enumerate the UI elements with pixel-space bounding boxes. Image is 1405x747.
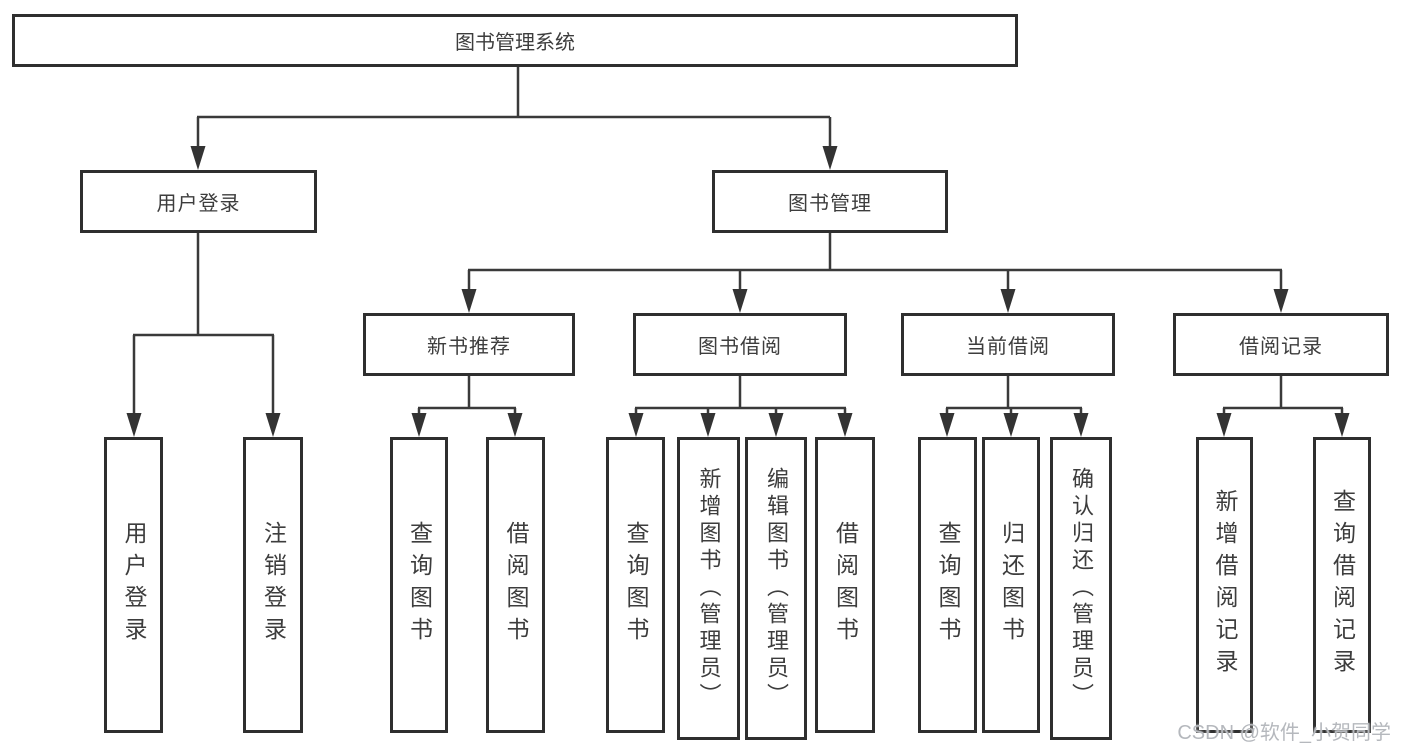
node-user-login: 用户登录 — [80, 170, 317, 233]
leaf-query-books-recommend: 查询图书 — [390, 437, 448, 733]
node-new-book-recommend: 新书推荐 — [363, 313, 575, 376]
leaf-query-books-current: 查询图书 — [918, 437, 977, 733]
leaf-borrow-books: 借阅图书 — [815, 437, 875, 733]
node-borrow-records: 借阅记录 — [1173, 313, 1389, 376]
leaf-query-borrow-record: 查询借阅记录 — [1313, 437, 1371, 733]
leaf-confirm-return-admin: 确认归还（管理员） — [1050, 437, 1112, 740]
csdn-watermark: CSDN @软件_小贺同学 — [1177, 722, 1391, 744]
leaf-query-books-borrow: 查询图书 — [606, 437, 665, 733]
leaf-logout: 注销登录 — [243, 437, 303, 733]
leaf-edit-books-admin: 编辑图书（管理员） — [745, 437, 807, 740]
leaf-user-login: 用户登录 — [104, 437, 163, 733]
leaf-add-books-admin: 新增图书（管理员） — [677, 437, 740, 740]
node-library-management-system: 图书管理系统 — [12, 14, 1018, 67]
leaf-borrow-books-recommend: 借阅图书 — [486, 437, 545, 733]
node-book-management: 图书管理 — [712, 170, 948, 233]
node-book-borrow: 图书借阅 — [633, 313, 847, 376]
node-current-borrow: 当前借阅 — [901, 313, 1115, 376]
leaf-return-books: 归还图书 — [982, 437, 1040, 733]
leaf-add-borrow-record: 新增借阅记录 — [1196, 437, 1253, 733]
